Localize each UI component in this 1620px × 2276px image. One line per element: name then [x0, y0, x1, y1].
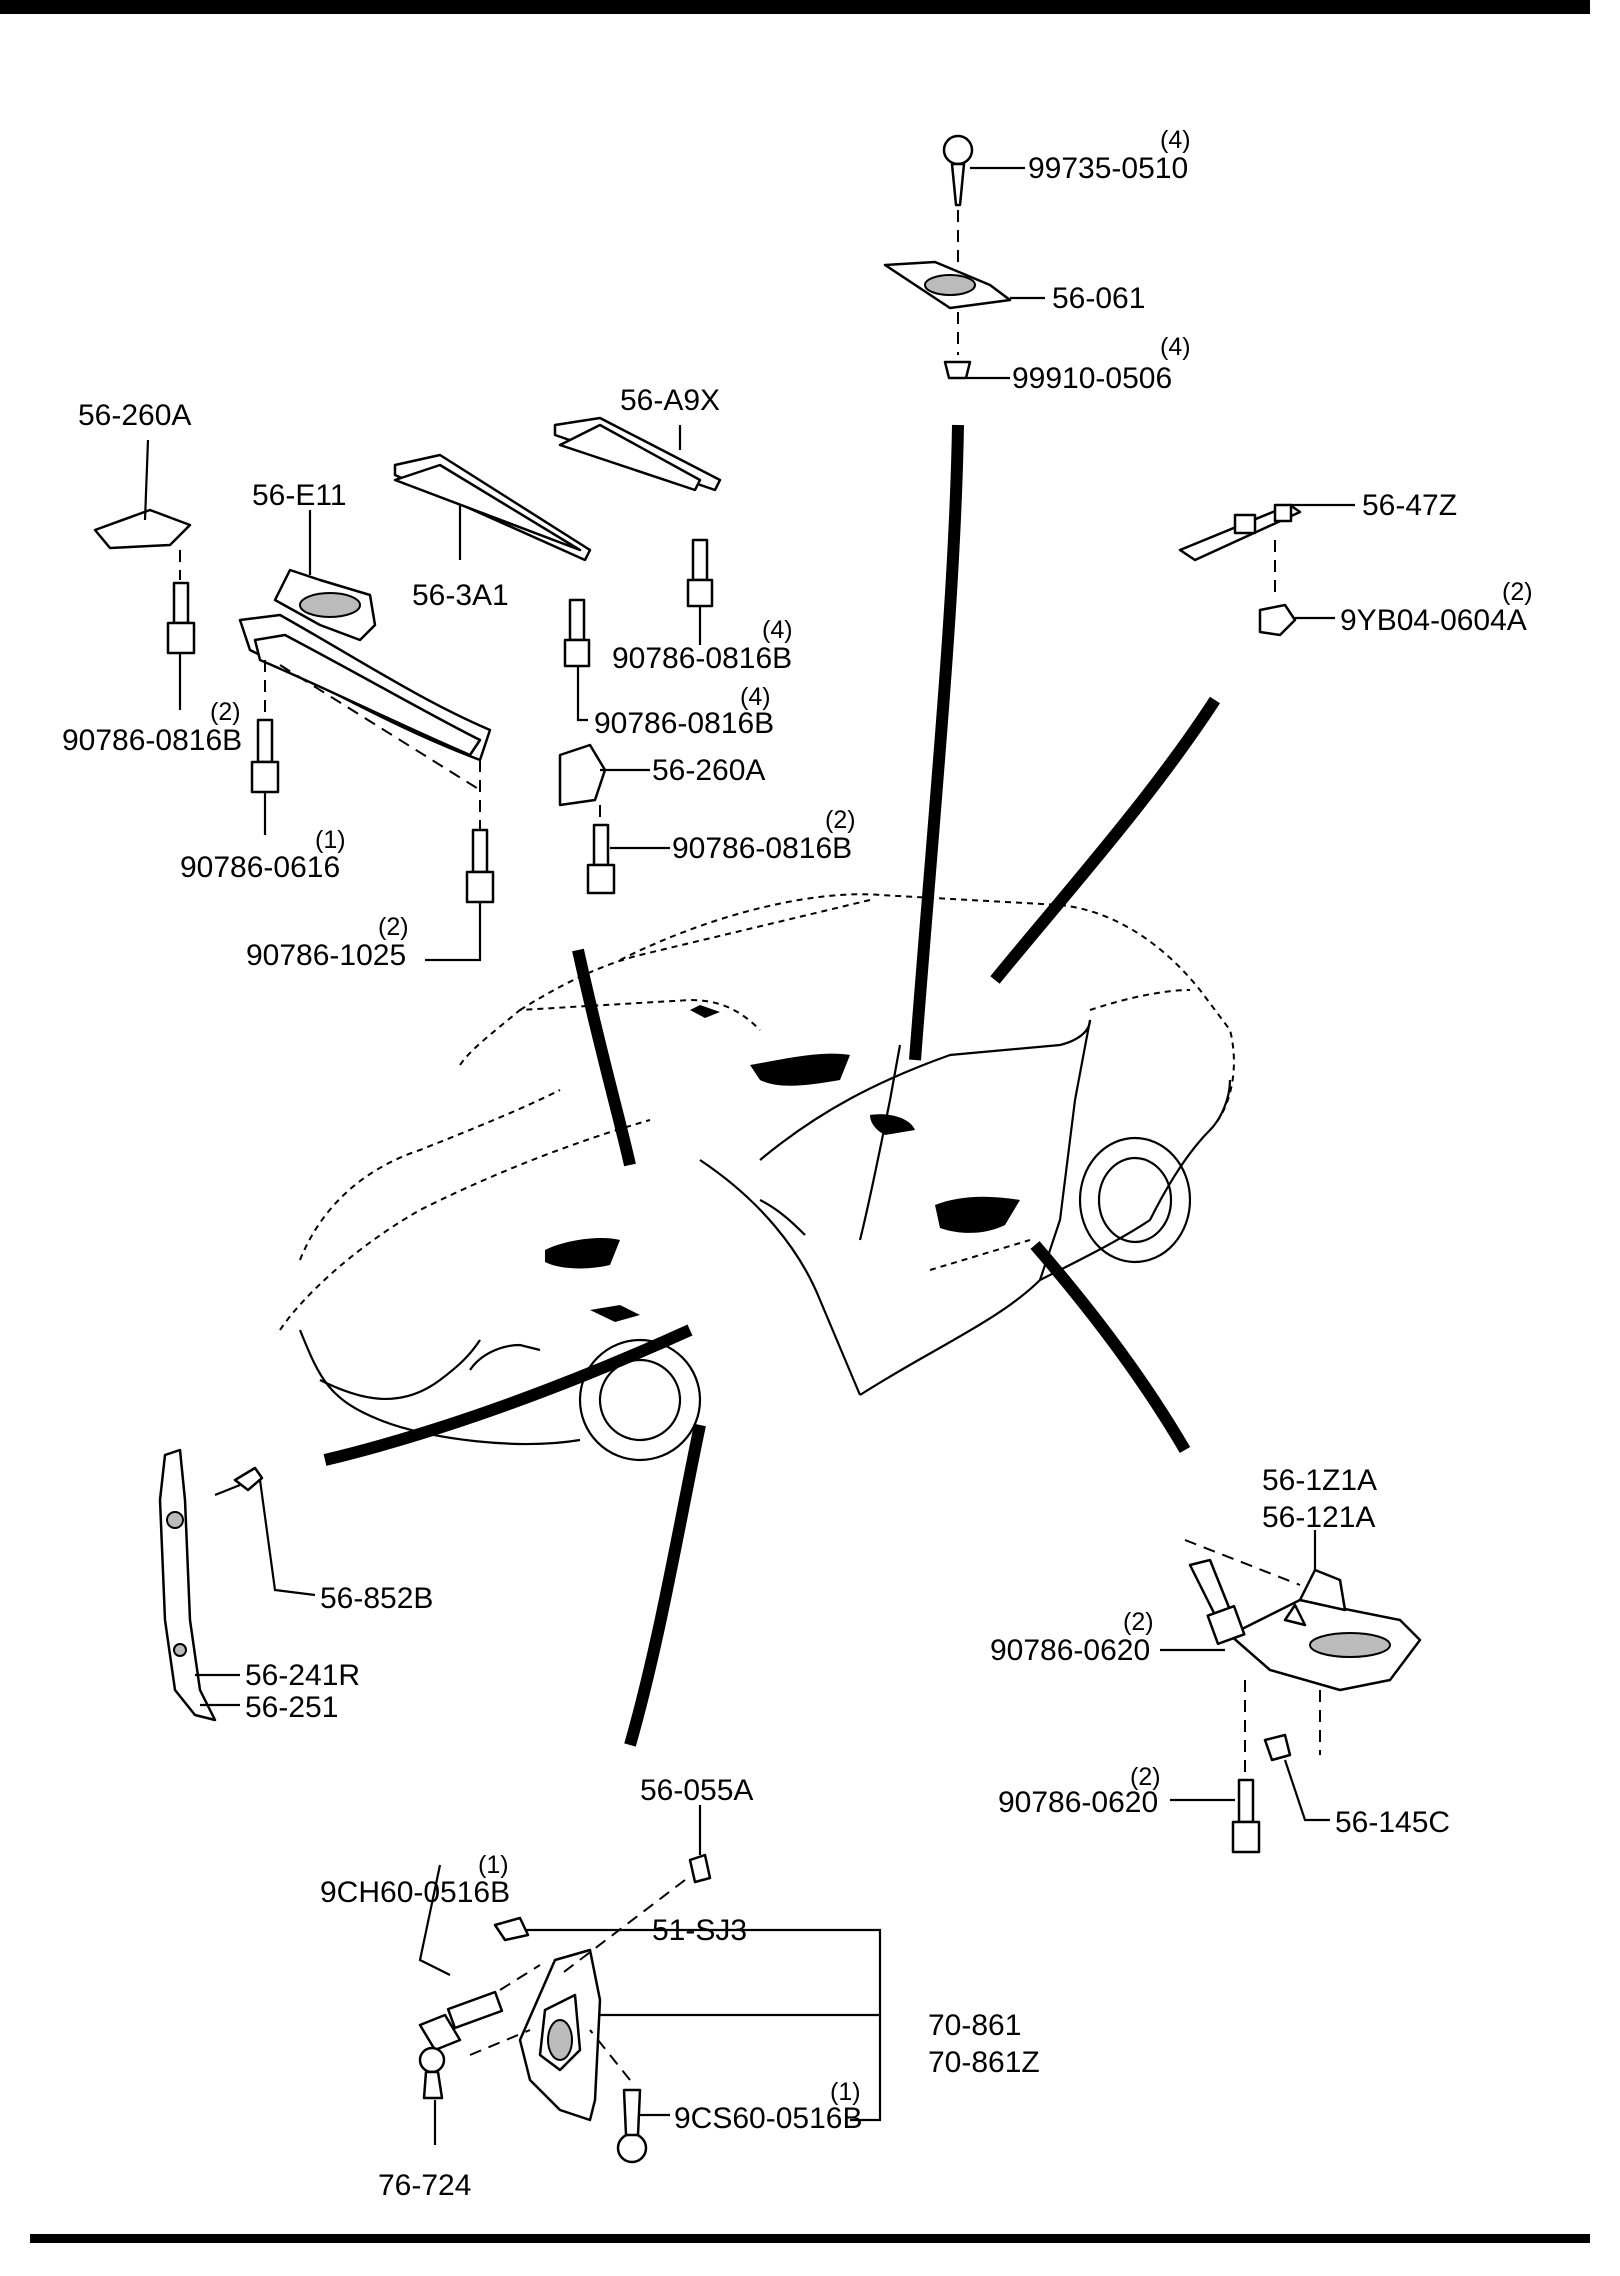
label-56-852B: 56-852B — [320, 1582, 433, 1615]
part-group-top-left — [93, 439, 196, 710]
part-group-e11 — [238, 510, 495, 962]
qty-90786-0816B-left: (2) — [210, 698, 241, 726]
label-90786-0816B-c: 90786-0816B — [672, 832, 852, 865]
part-group-260a-mid — [558, 743, 670, 895]
label-90786-0816B-left: 90786-0816B — [62, 724, 242, 757]
label-9CH60-0516B: 9CH60-0516B — [320, 1876, 510, 1909]
labels: (4) 99735-0510 56-061 (4) 99910-0506 56-… — [62, 126, 1533, 2202]
qty-9YB04-0604A: (2) — [1502, 578, 1533, 606]
label-90786-0620-a: 90786-0620 — [990, 1634, 1150, 1667]
label-56-145C: 56-145C — [1335, 1806, 1450, 1839]
qty-90786-0816B-a: (4) — [762, 616, 793, 644]
qty-90786-0816B-c: (2) — [825, 806, 856, 834]
part-group-left-bracket — [158, 1448, 316, 1722]
qty-99735-0510: (4) — [1160, 126, 1191, 154]
label-56-E11: 56-E11 — [252, 479, 347, 512]
qty-90786-0620-b: (2) — [1130, 1763, 1161, 1791]
car-illustration — [279, 424, 1235, 1747]
bottom-rule — [30, 2234, 1590, 2243]
label-56-061: 56-061 — [1052, 282, 1145, 315]
label-56-055A: 56-055A — [640, 1774, 753, 1807]
part-group-47z — [1178, 503, 1355, 637]
part-group-1z1a — [1160, 1530, 1422, 1854]
label-90786-0620-b: 90786-0620 — [998, 1786, 1158, 1819]
qty-90786-0816B-b: (4) — [740, 683, 771, 711]
label-99735-0510: 99735-0510 — [1028, 152, 1188, 185]
label-90786-0816B-a: 90786-0816B — [612, 642, 792, 675]
label-76-724: 76-724 — [378, 2169, 471, 2202]
label-90786-0616: 90786-0616 — [180, 851, 340, 884]
part-group-top-center — [883, 134, 1045, 380]
part-group-mudguard — [418, 1805, 882, 2164]
label-70-861: 70-861 — [928, 2009, 1021, 2042]
part-group-crossmembers — [393, 416, 722, 722]
label-56-260A-top: 56-260A — [78, 399, 191, 432]
label-56-47Z: 56-47Z — [1362, 489, 1457, 522]
label-9CS60-0516B: 9CS60-0516B — [674, 2102, 862, 2135]
label-99910-0506: 99910-0506 — [1012, 362, 1172, 395]
label-56-A9X: 56-A9X — [620, 384, 720, 417]
label-90786-1025: 90786-1025 — [246, 939, 406, 972]
qty-9CS60-0516B: (1) — [830, 2078, 861, 2106]
label-56-251: 56-251 — [245, 1691, 338, 1724]
label-56-121A: 56-121A — [1262, 1501, 1375, 1534]
qty-90786-1025: (2) — [378, 913, 409, 941]
qty-9CH60-0516B: (1) — [478, 1851, 509, 1879]
label-9YB04-0604A: 9YB04-0604A — [1340, 604, 1527, 637]
qty-90786-0616: (1) — [315, 826, 346, 854]
label-56-260A-mid: 56-260A — [652, 754, 765, 787]
label-56-3A1: 56-3A1 — [412, 579, 509, 612]
label-56-1Z1A: 56-1Z1A — [1262, 1464, 1377, 1497]
qty-99910-0506: (4) — [1160, 333, 1191, 361]
top-rule — [0, 0, 1590, 14]
label-51-SJ3: 51-SJ3 — [652, 1914, 747, 1947]
label-56-241R: 56-241R — [245, 1659, 360, 1692]
label-70-861Z: 70-861Z — [928, 2046, 1040, 2079]
label-90786-0816B-b: 90786-0816B — [594, 707, 774, 740]
qty-90786-0620-a: (2) — [1123, 1608, 1154, 1636]
